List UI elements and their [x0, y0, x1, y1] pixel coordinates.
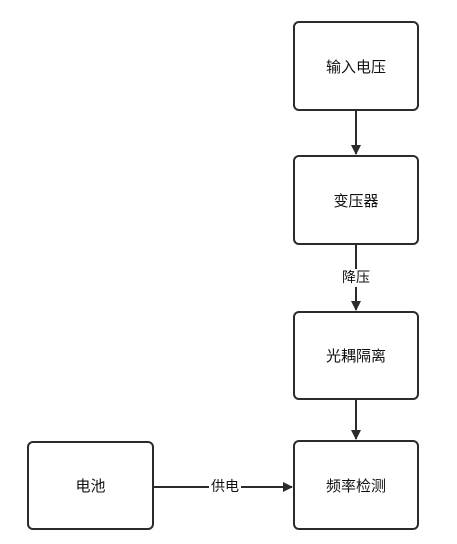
- node-frequency-detect: 频率检测: [293, 440, 419, 530]
- node-battery: 电池: [27, 441, 154, 530]
- node-optocoupler: 光耦隔离: [293, 311, 419, 400]
- node-input-voltage-label: 输入电压: [325, 57, 386, 76]
- edge-label-step-down: 降压: [340, 269, 372, 287]
- edge-label-power-supply: 供电: [209, 478, 241, 496]
- node-input-voltage: 输入电压: [293, 21, 419, 111]
- node-optocoupler-label: 光耦隔离: [325, 347, 386, 365]
- node-battery-label: 电池: [75, 477, 106, 495]
- node-frequency-detect-label: 频率检测: [325, 476, 386, 495]
- node-transformer: 变压器: [293, 155, 419, 245]
- node-transformer-label: 变压器: [333, 191, 379, 210]
